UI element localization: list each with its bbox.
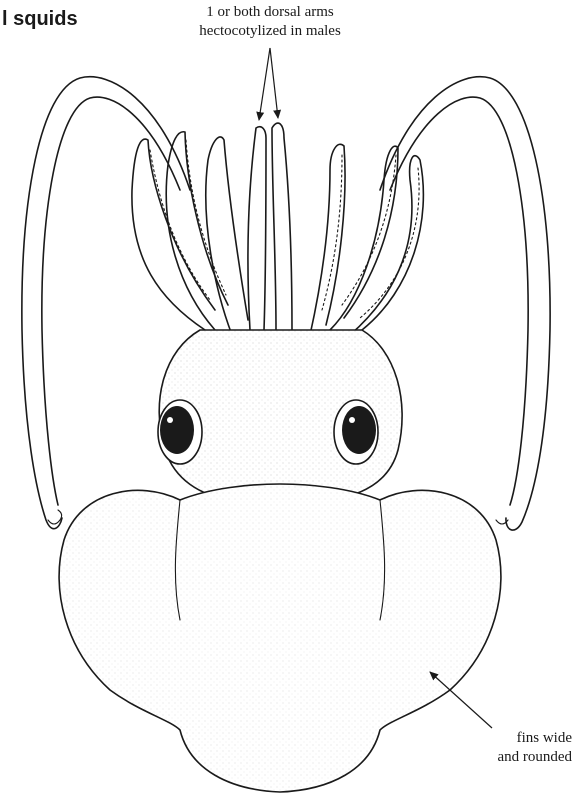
- right-tentacle: [380, 77, 550, 530]
- left-eye: [158, 400, 202, 464]
- left-tentacle: [22, 77, 190, 529]
- head: [158, 330, 402, 500]
- dorsal-arm-right: [272, 123, 292, 330]
- right-eye: [334, 400, 378, 464]
- arm-right-inner: [310, 144, 345, 335]
- arm-right-outer: [350, 156, 423, 335]
- dorsal-arms-arrows: [259, 48, 278, 120]
- dorsal-arm-left: [248, 127, 266, 330]
- mantle-and-fins: [59, 484, 501, 792]
- fins-arrow: [430, 672, 492, 728]
- arm-left-mid: [166, 132, 228, 330]
